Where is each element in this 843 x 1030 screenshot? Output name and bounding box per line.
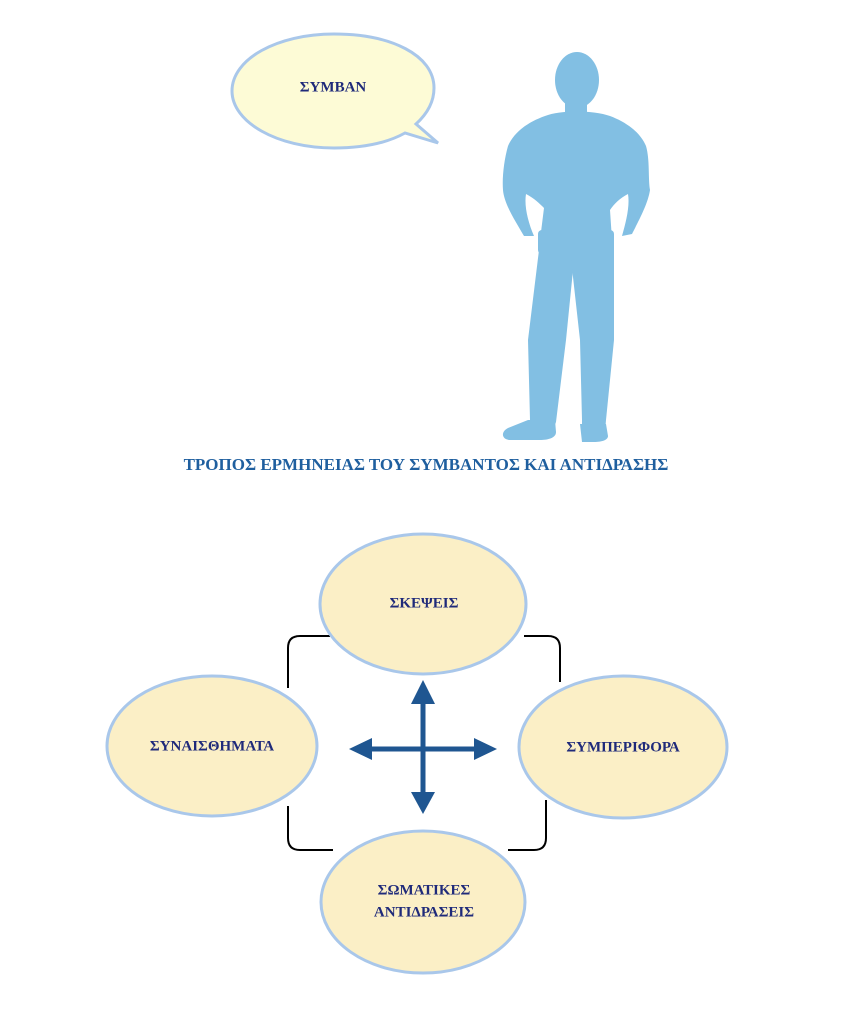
node-physical-reactions-line1: ΣΩΜΑΤΙΚΕΣ — [378, 882, 471, 898]
arrow-left-icon — [349, 738, 372, 760]
connector-bottom-right — [508, 800, 547, 851]
node-thoughts-label: ΣΚΕΨΕΙΣ — [390, 595, 459, 611]
cycle-connectors — [287, 635, 561, 851]
arrow-right-icon — [474, 738, 497, 760]
connector-top-right — [524, 635, 561, 682]
speech-bubble: ΣΥΜΒΑΝ — [230, 32, 439, 150]
node-physical-reactions-line2: ΑΝΤΙΔΡΑΣΕΙΣ — [374, 904, 474, 920]
speech-bubble-shape — [230, 32, 439, 150]
connector-bottom-left — [287, 806, 333, 851]
node-physical-reactions: ΣΩΜΑΤΙΚΕΣ ΑΝΤΙΔΡΑΣΕΙΣ — [319, 829, 527, 975]
speech-bubble-text: ΣΥΜΒΑΝ — [300, 79, 367, 95]
arrow-up-icon — [411, 680, 435, 704]
node-thoughts: ΣΚΕΨΕΙΣ — [318, 532, 528, 676]
node-emotions-label: ΣΥΝΑΙΣΘΗΜΑΤΑ — [150, 738, 274, 754]
node-behavior-label: ΣΥΜΠΕΡΙΦΟΡΑ — [566, 739, 680, 755]
node-emotions: ΣΥΝΑΙΣΘΗΜΑΤΑ — [105, 674, 319, 818]
arrow-down-icon — [411, 792, 435, 814]
node-behavior: ΣΥΜΠΕΡΙΦΟΡΑ — [517, 674, 729, 820]
person-silhouette-icon — [502, 52, 650, 442]
four-way-arrow-icon — [349, 680, 497, 814]
diagram-heading: ΤΡΟΠΟΣ ΕΡΜΗΝΕΙΑΣ ΤΟΥ ΣΥΜΒΑΝΤΟΣ ΚΑΙ ΑΝΤΙΔ… — [184, 455, 669, 474]
connector-top-left — [287, 635, 330, 688]
